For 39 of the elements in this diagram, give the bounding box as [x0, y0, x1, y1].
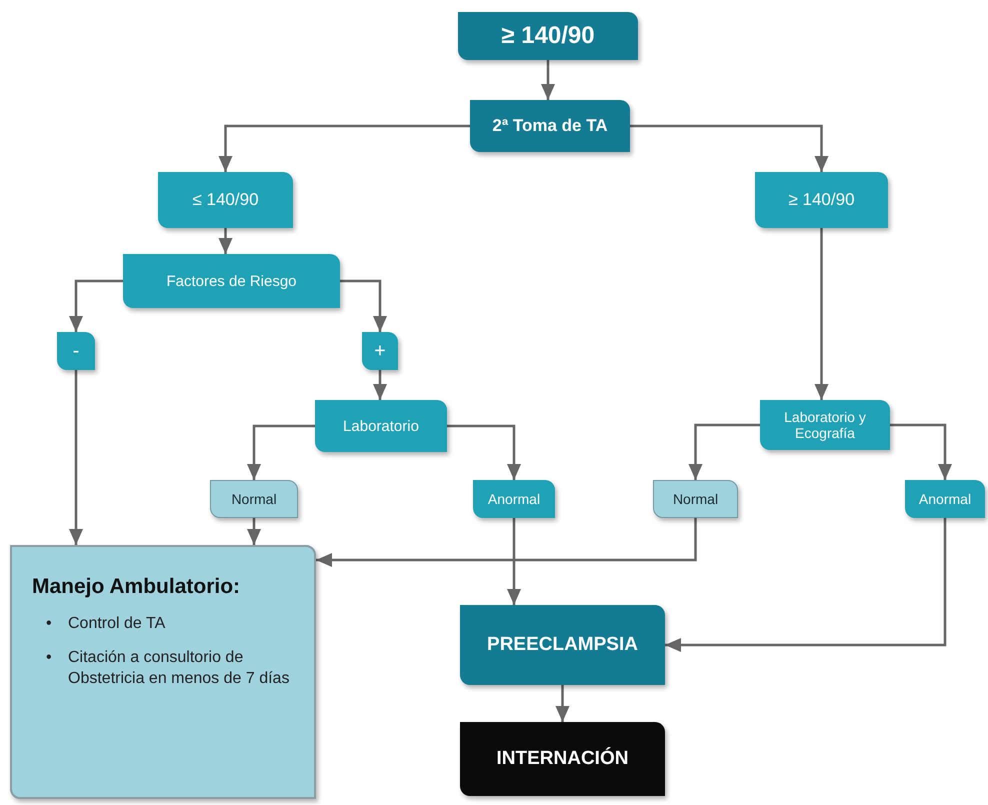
- arrow: [688, 424, 760, 480]
- arrow: [507, 518, 521, 605]
- result-box: INTERNACIÓN: [460, 722, 665, 796]
- process-box: Factores de Riesgo: [123, 254, 340, 308]
- arrow: [373, 370, 387, 400]
- arrow: [69, 370, 83, 545]
- arrow: [665, 518, 946, 652]
- arrow: [316, 518, 697, 567]
- process-box: ≥ 140/90: [755, 172, 888, 228]
- arrow: [218, 124, 470, 172]
- arrow: [69, 280, 123, 332]
- process-box: PREECLAMPSIA: [460, 605, 665, 685]
- panel-heading: Manejo Ambulatorio:: [32, 575, 242, 599]
- bullet-item: Citación a consultorio de Obstetricia en menos de 7 días: [68, 648, 290, 690]
- process-box: Normal: [653, 480, 738, 518]
- arrow: [340, 280, 387, 332]
- process-box: 2ª Toma de TA: [470, 100, 630, 152]
- bullet-mark: •: [46, 614, 53, 634]
- arrow: [556, 685, 570, 722]
- arrow: [814, 228, 828, 400]
- arrow: [447, 424, 521, 480]
- process-box: +: [362, 332, 398, 370]
- process-box: Laboratorio: [315, 400, 447, 452]
- process-box: ≤ 140/90: [158, 172, 293, 228]
- process-box: -: [57, 332, 95, 370]
- process-box: Normal: [210, 480, 298, 518]
- process-box: Laboratorio y Ecografía: [760, 400, 890, 450]
- arrow: [218, 228, 232, 254]
- info-panel: [10, 545, 316, 799]
- process-box: ≥ 140/90: [458, 12, 638, 60]
- arrow: [247, 518, 261, 545]
- bullet-mark: •: [46, 648, 53, 668]
- process-box: Anormal: [473, 480, 555, 518]
- arrow: [630, 124, 828, 172]
- arrow: [541, 60, 555, 100]
- process-box: Anormal: [905, 480, 985, 518]
- arrow: [247, 424, 315, 480]
- bullet-item: Control de TA: [68, 614, 166, 634]
- arrow: [890, 424, 952, 480]
